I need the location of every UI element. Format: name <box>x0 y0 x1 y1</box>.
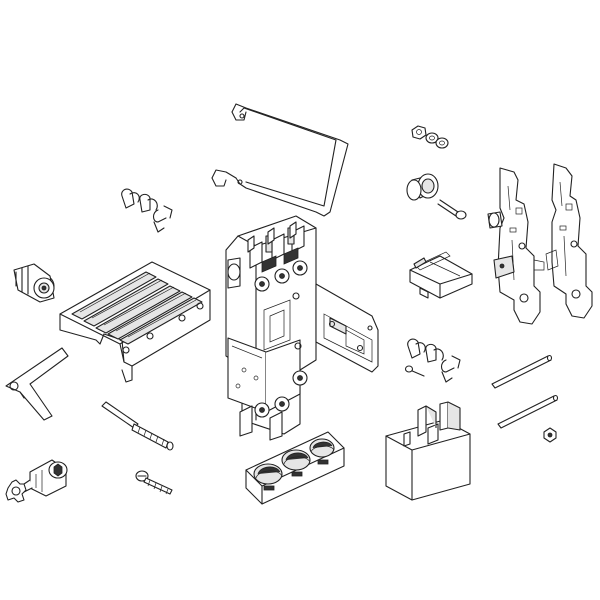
star-washer <box>5 479 27 503</box>
threaded-stud <box>101 401 174 451</box>
bushing <box>406 173 439 201</box>
terminal-cover-small <box>409 251 473 299</box>
rods <box>491 354 559 429</box>
interphase-barrier <box>385 401 471 501</box>
terminal-screws-bottom <box>254 370 308 418</box>
nut-washer-set <box>411 125 449 149</box>
terminal-screws-top <box>254 260 308 292</box>
wood-screw <box>135 470 173 495</box>
front-plate <box>227 337 301 413</box>
side-plate-left <box>487 167 545 325</box>
locking-lever <box>5 347 69 421</box>
small-nut <box>543 427 557 443</box>
u-bracket <box>211 103 349 217</box>
cable-clips-top <box>121 188 173 233</box>
terminal-cover <box>59 261 211 383</box>
mounting-plate <box>315 283 379 373</box>
cable-clips-bottom <box>407 338 461 383</box>
breaker-base-assembly <box>225 215 317 441</box>
terminal-shield-block <box>245 431 345 505</box>
rotary-knob <box>13 263 55 303</box>
small-screw <box>404 365 425 377</box>
side-plate-right <box>545 163 593 319</box>
shield-fins <box>253 438 335 485</box>
top-studs <box>247 221 297 253</box>
bolt <box>437 199 467 220</box>
cover-vents <box>71 271 203 345</box>
